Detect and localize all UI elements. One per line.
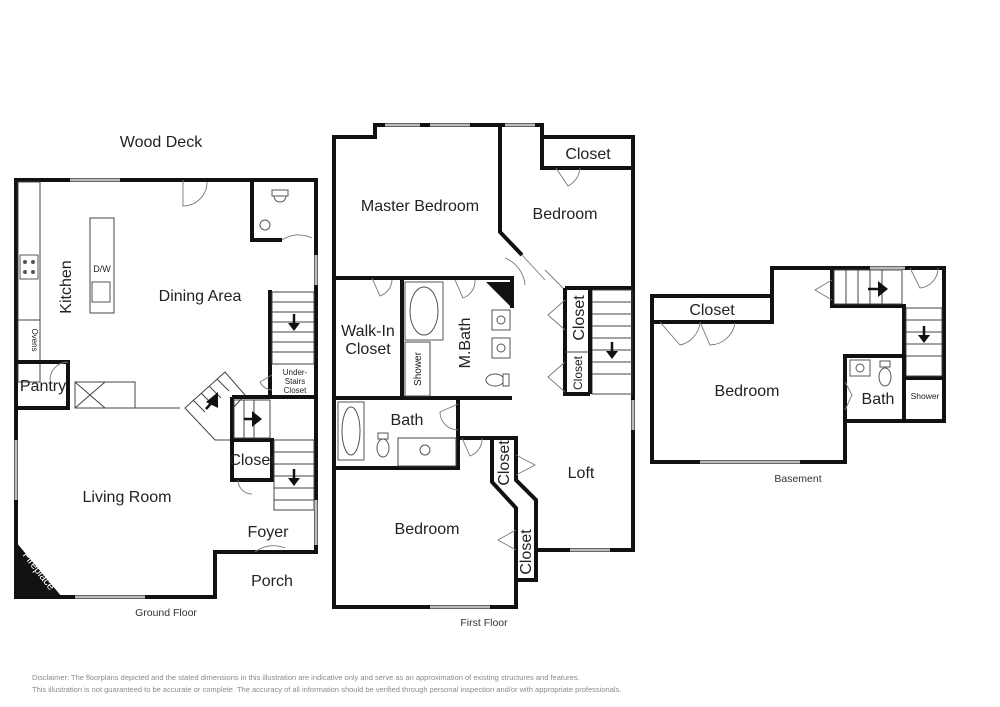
walkin-closet-label-2: Closet	[345, 341, 391, 358]
wood-deck-label: Wood Deck	[120, 134, 203, 151]
ground-closet-label: Closet	[229, 452, 275, 469]
first-floor: Closet Master Bedroom Bedroom Walk-In Cl…	[332, 123, 635, 629]
basement-caption: Basement	[774, 473, 821, 485]
ff-bedroom-top-label: Bedroom	[533, 206, 598, 223]
basement-bath-label: Bath	[862, 391, 895, 408]
basement-bedroom-label: Bedroom	[715, 383, 780, 400]
ff-bedroom-lower-label: Bedroom	[395, 521, 460, 538]
basement-outer-wall	[650, 266, 946, 464]
fireplace-shape	[16, 542, 62, 597]
loft-label: Loft	[568, 465, 595, 482]
walkin-closet-label-1: Walk-In	[341, 323, 395, 340]
ff-closet-small-label: Closet	[571, 355, 585, 390]
basement-closet-label: Closet	[689, 302, 735, 319]
dining-area-label: Dining Area	[159, 288, 242, 305]
first-floor-caption: First Floor	[460, 617, 508, 629]
disclaimer-line-2: This illustration is not guaranteed to b…	[32, 685, 621, 694]
dishwasher-label: D/W	[93, 264, 111, 274]
basement: Closet Bath Shower Bedroom Basement	[650, 266, 946, 485]
ff-closet-bedroom-label-1: Closet	[496, 440, 513, 486]
ovens-label: Ovens	[30, 328, 39, 351]
shower-label: Shower	[413, 351, 424, 386]
ff-closet-stair-label: Closet	[571, 295, 588, 341]
foyer-label: Foyer	[248, 524, 290, 541]
under-stairs-label-3: Closet	[284, 386, 307, 395]
kitchen-label: Kitchen	[58, 260, 75, 313]
porch-label: Porch	[251, 573, 293, 590]
ground-floor: Wood Deck Kitchen D/W Ovens Dining Area …	[14, 134, 318, 619]
ground-floor-caption: Ground Floor	[135, 607, 197, 619]
pantry-label: Pantry	[20, 378, 66, 395]
basement-shower-label: Shower	[911, 391, 940, 401]
ff-closet-top-label: Closet	[565, 146, 611, 163]
mbath-label: M.Bath	[457, 318, 474, 369]
disclaimer-line-1: Disclaimer: The floorplans depicted and …	[32, 673, 580, 682]
master-bedroom-label: Master Bedroom	[361, 198, 479, 215]
under-stairs-label-2: Stairs	[285, 377, 305, 386]
living-room-label: Living Room	[83, 489, 172, 506]
under-stairs-label-1: Under-	[283, 368, 308, 377]
ff-closet-bedroom-label-2: Closet	[518, 529, 535, 575]
ff-bath-label: Bath	[391, 412, 424, 429]
first-floor-outer-wall	[332, 123, 635, 609]
